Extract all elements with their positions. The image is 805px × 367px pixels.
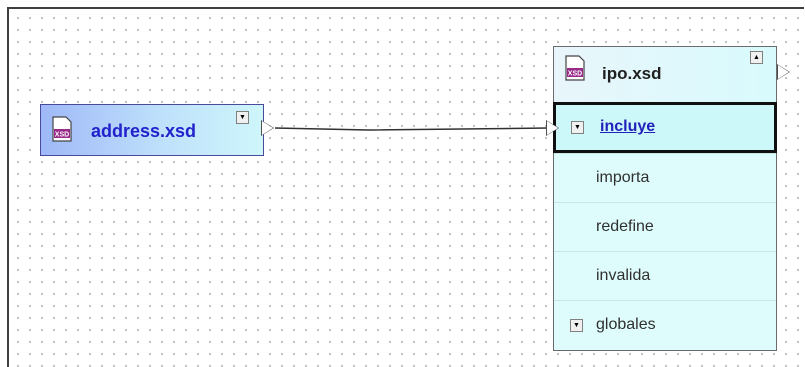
xsd-file-icon: XSD <box>52 116 72 142</box>
row-importa[interactable]: importa <box>554 153 776 202</box>
row-incluye[interactable]: ▼ incluye <box>553 102 777 153</box>
row-incluye-label: incluye <box>600 118 656 135</box>
incluye-expand-button[interactable]: ▼ <box>571 121 584 134</box>
collapse-button[interactable]: ▲ <box>750 51 763 64</box>
row-importa-label: importa <box>596 169 650 186</box>
svg-text:XSD: XSD <box>55 132 69 139</box>
row-redefine[interactable]: redefine <box>554 202 776 251</box>
row-redefine-label: redefine <box>596 218 654 235</box>
ipo-xsd-panel[interactable]: XSD ipo.xsd ▲ ▼ incluye importa redefine… <box>553 46 777 351</box>
source-output-port-fill <box>262 121 273 135</box>
xsd-file-icon: XSD <box>565 55 585 81</box>
ipo-xsd-title: ipo.xsd <box>602 64 662 83</box>
row-globales[interactable]: ▼ globales <box>554 300 776 349</box>
globales-expand-button[interactable]: ▼ <box>570 319 583 332</box>
ipo-xsd-header: XSD ipo.xsd ▲ <box>554 47 776 102</box>
panel-output-port-fill <box>778 65 789 79</box>
source-dropdown-button[interactable]: ▼ <box>236 111 249 124</box>
address-xsd-box[interactable]: XSD address.xsd ▼ <box>40 104 264 156</box>
incluye-input-port-fill <box>547 121 558 135</box>
svg-text:XSD: XSD <box>568 71 582 78</box>
row-globales-label: globales <box>596 316 656 333</box>
row-invalida[interactable]: invalida <box>554 251 776 300</box>
address-xsd-label: address.xsd <box>91 121 197 141</box>
row-invalida-label: invalida <box>596 267 651 284</box>
